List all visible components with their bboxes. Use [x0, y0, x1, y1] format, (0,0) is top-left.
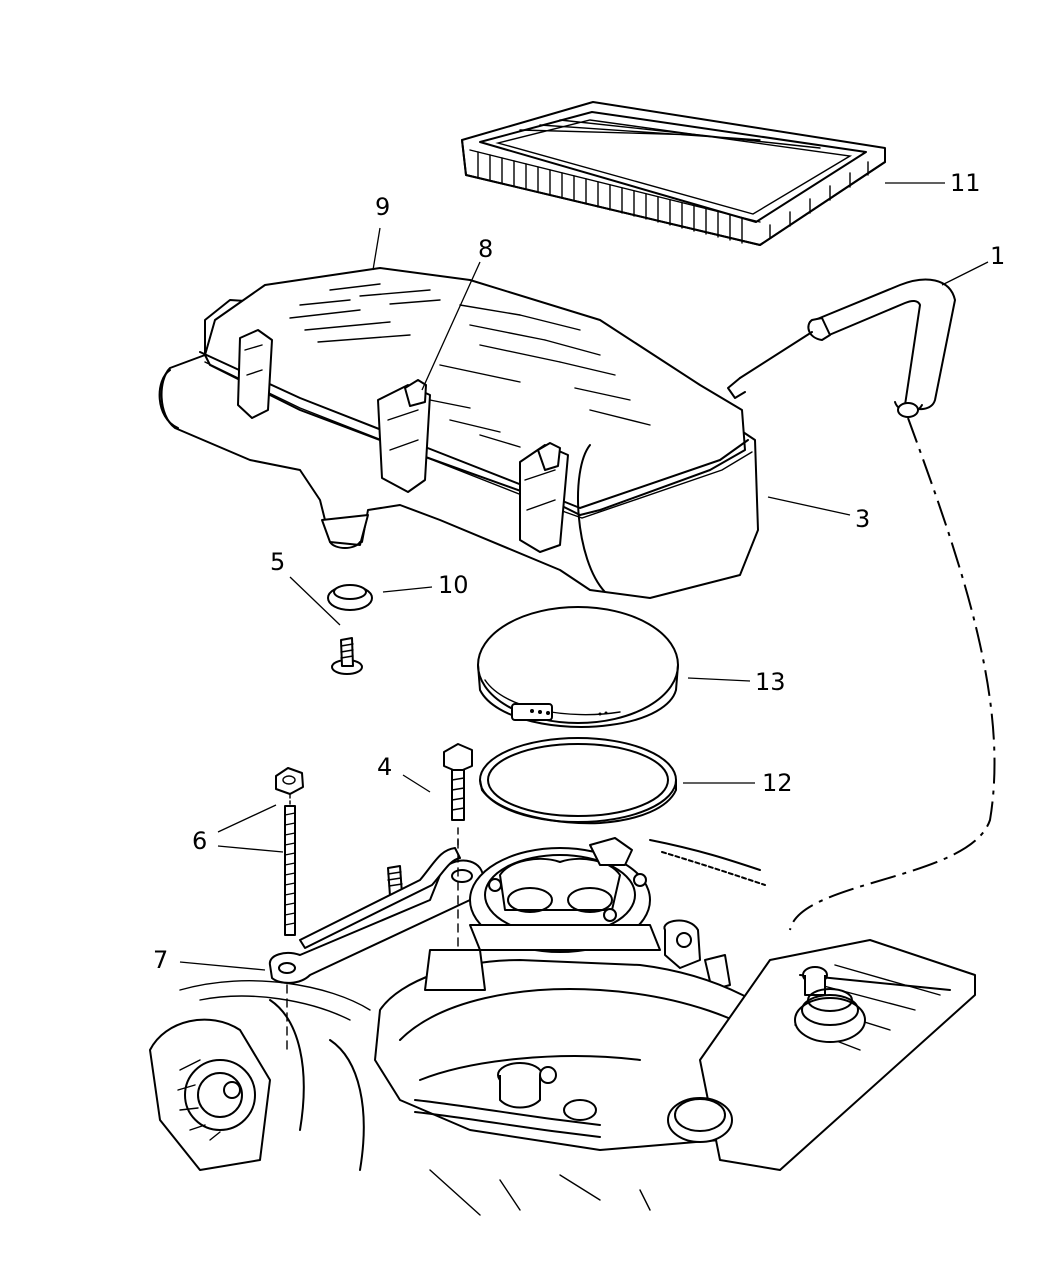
air-filter-element	[461, 101, 886, 246]
engine-assembly	[149, 837, 976, 1216]
latch-clip-right	[519, 442, 569, 553]
stud-and-nut	[275, 767, 304, 936]
grommet	[327, 584, 373, 611]
bolt	[443, 743, 473, 851]
seal-ring	[479, 737, 677, 825]
breather-hose	[727, 278, 956, 418]
callout-3: 3	[855, 505, 870, 533]
support-bracket	[268, 847, 485, 1056]
callout-9: 9	[375, 193, 390, 221]
callout-4: 4	[377, 753, 392, 781]
callout-6: 6	[192, 827, 207, 855]
callout-7: 7	[153, 946, 168, 974]
leader-lines	[179, 182, 989, 971]
callout-5: 5	[270, 548, 285, 576]
callout-8: 8	[478, 235, 493, 263]
callout-12: 12	[762, 769, 793, 797]
callout-10: 10	[438, 571, 469, 599]
latch-clip-left	[237, 329, 273, 419]
clamp-band	[477, 606, 679, 728]
callout-11: 11	[950, 169, 981, 197]
hose-routing-line	[789, 417, 996, 931]
lid-ribs	[289, 283, 651, 448]
callout-labels: 1 3 4 5 6 7 8 9 10 11 12 13	[153, 169, 1005, 974]
air-cleaner-housing	[158, 267, 759, 599]
filter-pleats	[477, 119, 869, 244]
callout-13: 13	[755, 668, 786, 696]
latch-clip-center	[377, 379, 431, 493]
screw	[331, 637, 363, 675]
callout-1: 1	[990, 242, 1005, 270]
